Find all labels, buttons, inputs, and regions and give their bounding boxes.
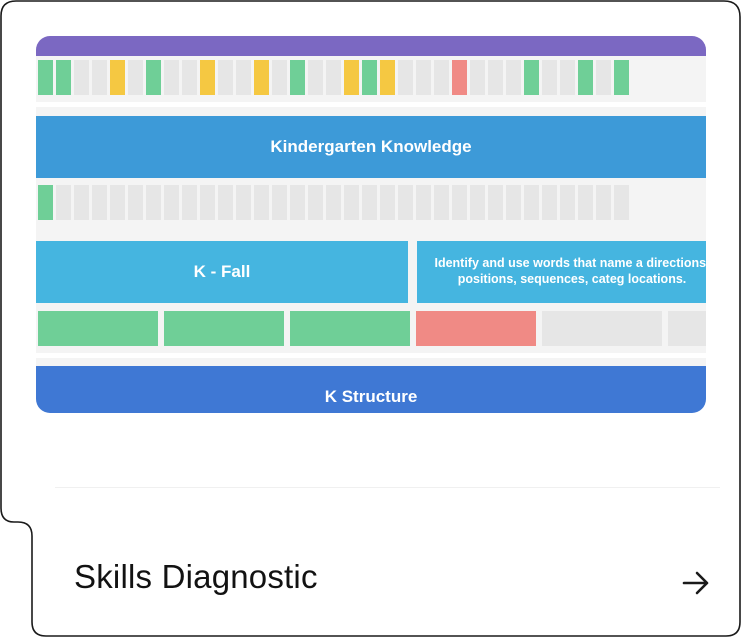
skill-status-cell: [614, 60, 629, 95]
skills-preview-image: Kindergarten Knowledge K - Fall Identify…: [36, 36, 706, 413]
k-structure-band: K Structure: [36, 366, 706, 413]
skill-progress-cell: [128, 185, 143, 220]
skill-progress-cell: [614, 185, 629, 220]
skill-status-cell: [272, 60, 287, 95]
skill-progress-cell: [560, 185, 575, 220]
skill-progress-cell: [146, 185, 161, 220]
skill-progress-cell: [182, 185, 197, 220]
skill-progress-cell: [56, 185, 71, 220]
skill-status-cell: [164, 60, 179, 95]
skill-status-cell: [92, 60, 107, 95]
skill-progress-cell: [596, 185, 611, 220]
skill-progress-cell: [578, 185, 593, 220]
skill-progress-cell: [272, 185, 287, 220]
row-separator: [36, 102, 706, 107]
assessment-tiles-row: [38, 311, 706, 346]
skill-progress-cell: [200, 185, 215, 220]
skill-status-cell: [38, 60, 53, 95]
skill-status-cell: [326, 60, 341, 95]
skill-progress-cell: [452, 185, 467, 220]
skill-progress-cell: [38, 185, 53, 220]
kindergarten-knowledge-label: Kindergarten Knowledge: [270, 136, 472, 156]
skill-progress-cell: [434, 185, 449, 220]
skill-status-cell: [236, 60, 251, 95]
skill-progress-cell: [416, 185, 431, 220]
assessment-tile: [542, 311, 662, 346]
assessment-tile: [38, 311, 158, 346]
skill-status-cell: [578, 60, 593, 95]
arrow-right-icon[interactable]: [678, 566, 714, 600]
skill-status-cell: [308, 60, 323, 95]
skill-status-cell: [506, 60, 521, 95]
kindergarten-knowledge-band: Kindergarten Knowledge: [36, 116, 706, 178]
row-separator: [36, 353, 706, 358]
k-structure-label: K Structure: [324, 387, 418, 406]
skill-progress-cell: [398, 185, 413, 220]
skill-progress-cell: [236, 185, 251, 220]
skill-progress-cell: [326, 185, 341, 220]
assessment-tile: [164, 311, 284, 346]
k-fall-band: K - Fall: [36, 241, 408, 303]
preview-header-bar: [36, 36, 706, 56]
skill-status-cell: [254, 60, 269, 95]
skill-progress-cell: [308, 185, 323, 220]
identify-words-band: Identify and use words that name a direc…: [417, 241, 706, 303]
skill-status-cell: [290, 60, 305, 95]
skill-progress-cell: [362, 185, 377, 220]
skill-status-cell: [470, 60, 485, 95]
skill-status-cell: [182, 60, 197, 95]
skill-progress-cell: [164, 185, 179, 220]
card-divider: [55, 487, 720, 488]
skill-status-cell: [344, 60, 359, 95]
skill-progress-cell: [344, 185, 359, 220]
skill-progress-cell: [524, 185, 539, 220]
skill-status-cell: [452, 60, 467, 95]
skill-status-cell: [524, 60, 539, 95]
skill-progress-cell: [470, 185, 485, 220]
assessment-tile: [290, 311, 410, 346]
assessment-tile: [416, 311, 536, 346]
skill-status-cell: [416, 60, 431, 95]
assessment-tile: [668, 311, 706, 346]
skill-status-row: [38, 60, 629, 95]
skill-status-cell: [398, 60, 413, 95]
skill-progress-row: [38, 185, 629, 220]
k-fall-label: K - Fall: [193, 261, 251, 281]
identify-words-label: Identify and use words that name a direc…: [434, 256, 706, 286]
skill-progress-cell: [290, 185, 305, 220]
skill-status-cell: [488, 60, 503, 95]
skill-status-cell: [380, 60, 395, 95]
skill-progress-cell: [488, 185, 503, 220]
skill-progress-cell: [254, 185, 269, 220]
skill-progress-cell: [506, 185, 521, 220]
skill-status-cell: [110, 60, 125, 95]
skill-status-cell: [596, 60, 611, 95]
skill-status-cell: [434, 60, 449, 95]
skill-progress-cell: [92, 185, 107, 220]
card-title[interactable]: Skills Diagnostic: [74, 558, 318, 595]
skill-status-cell: [200, 60, 215, 95]
skill-progress-cell: [218, 185, 233, 220]
skill-status-cell: [56, 60, 71, 95]
skill-status-cell: [218, 60, 233, 95]
skill-status-cell: [74, 60, 89, 95]
skill-progress-cell: [542, 185, 557, 220]
skill-status-cell: [146, 60, 161, 95]
skill-progress-cell: [380, 185, 395, 220]
skill-status-cell: [560, 60, 575, 95]
skill-status-cell: [542, 60, 557, 95]
skill-status-cell: [362, 60, 377, 95]
skill-progress-cell: [74, 185, 89, 220]
skill-progress-cell: [110, 185, 125, 220]
skill-status-cell: [128, 60, 143, 95]
